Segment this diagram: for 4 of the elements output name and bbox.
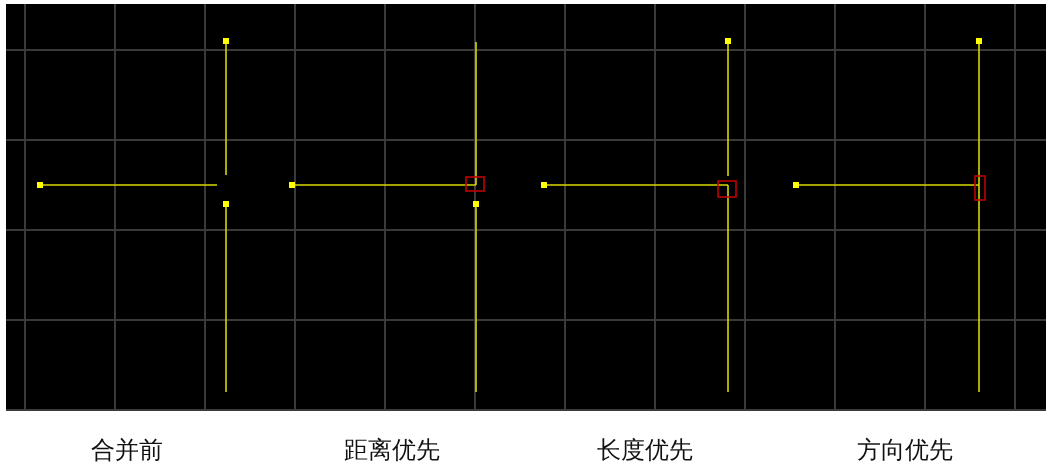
panel-caption: 距离优先 bbox=[344, 436, 440, 464]
panel-caption: 长度优先 bbox=[597, 436, 693, 464]
panel-caption: 合并前 bbox=[91, 436, 163, 464]
panel-caption: 方向优先 bbox=[857, 436, 953, 464]
